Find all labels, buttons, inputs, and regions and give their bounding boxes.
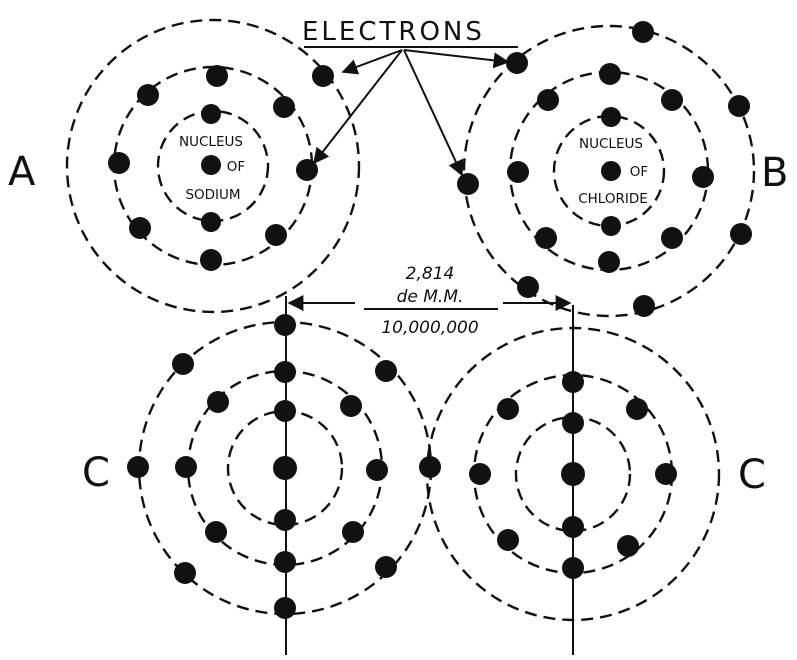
atom-c-left xyxy=(127,314,441,619)
measurement-value: 2,814 xyxy=(406,264,455,284)
label-b: B xyxy=(761,150,788,196)
electrons-title: ELECTRONS xyxy=(302,17,485,47)
nucleus-b-line3: CHLORIDE xyxy=(578,191,648,207)
nucleus-a-line3: SODIUM xyxy=(185,187,240,203)
atom-c-left-electrons xyxy=(127,314,441,619)
label-c-left: C xyxy=(82,450,110,496)
nucleus-a-line1: NUCLEUS xyxy=(179,134,243,150)
nucleus-b-line2: OF xyxy=(630,164,648,180)
atom-b-chloride: NUCLEUS OF CHLORIDE xyxy=(457,21,756,318)
label-a: A xyxy=(8,149,36,195)
distance-measurement: 2,814 de M.M. 10,000,000 xyxy=(287,264,572,338)
label-c-right: C xyxy=(738,452,766,498)
atom-b-electrons xyxy=(457,21,752,317)
atom-c-right-electrons xyxy=(469,371,677,579)
atom-a-sodium: NUCLEUS OF SODIUM xyxy=(65,18,361,314)
nucleus-b-line1: NUCLEUS xyxy=(579,136,643,152)
nucleus-a-line2: OF xyxy=(227,159,245,175)
electron-arrows xyxy=(313,49,510,177)
atom-a-electrons xyxy=(108,65,334,271)
measurement-unit: de M.M. xyxy=(397,287,464,307)
measurement-divisor: 10,000,000 xyxy=(381,318,478,338)
atom-c-right xyxy=(425,326,721,622)
